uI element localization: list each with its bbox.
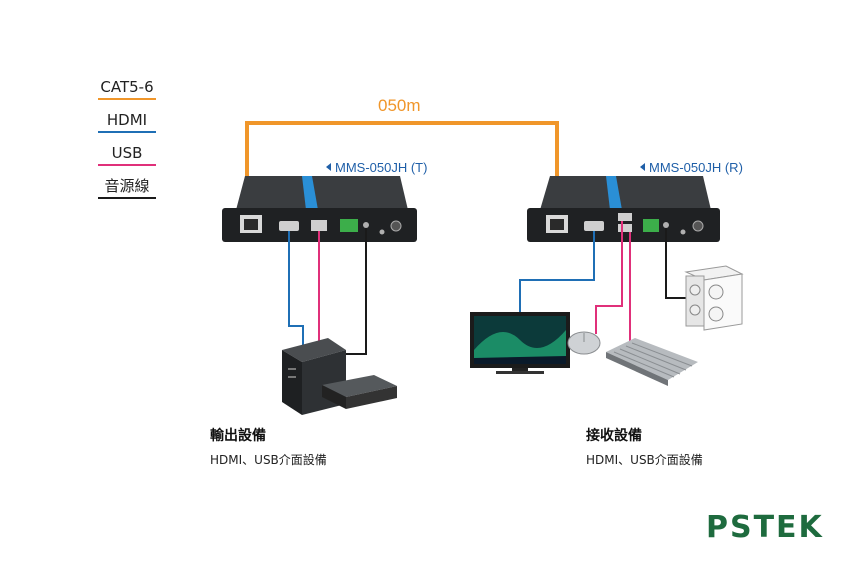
distance-label: 050m [378, 96, 421, 115]
hdmi-port-icon [279, 221, 299, 231]
transmitter-caption-title: 輸出設備 [210, 428, 266, 444]
monitor-icon [470, 312, 570, 374]
legend-item-audio: 音源線 [96, 176, 158, 209]
legend-swatch [98, 164, 156, 166]
legend-swatch [98, 197, 156, 199]
receiver-model-label: MMS-050JH (R) [640, 160, 743, 175]
legend-item-hdmi: HDMI [96, 110, 158, 143]
rx-usb-cable-1 [595, 221, 623, 334]
receiver-caption-subtitle: HDMI、USB介面設備 [586, 453, 703, 467]
receiver-unit [527, 176, 720, 242]
transmitter-caption: 輸出設備 HDMI、USB介面設備 [210, 425, 327, 468]
speakers-icon [684, 265, 744, 331]
rx-hdmi-cable [519, 231, 595, 318]
transmitter-caption-subtitle: HDMI、USB介面設備 [210, 453, 327, 467]
cat-cable [245, 121, 559, 225]
tx-hdmi-cable [288, 231, 304, 345]
mouse-icon [567, 331, 601, 355]
legend-item-usb: USB [96, 143, 158, 176]
legend-label: CAT5-6 [100, 78, 154, 96]
usb-port-icon [311, 220, 327, 231]
legend-item-cat: CAT5-6 [96, 77, 158, 110]
media-player-icon [322, 375, 397, 409]
transmitter-model-label: MMS-050JH (T) [326, 160, 427, 175]
legend-label: USB [111, 144, 143, 162]
rx-audio-cable [665, 228, 686, 299]
pstek-logo: PSTEK [706, 510, 824, 545]
tx-audio-cable [345, 228, 367, 355]
legend-label: HDMI [106, 111, 148, 129]
cable-legend: CAT5-6 HDMI USB 音源線 [96, 77, 158, 209]
legend-label: 音源線 [104, 177, 150, 195]
rs232-terminal-icon [340, 219, 358, 232]
legend-swatch [98, 131, 156, 133]
receiver-caption: 接收設備 HDMI、USB介面設備 [586, 425, 703, 468]
keyboard-icon [606, 338, 698, 386]
receiver-caption-title: 接收設備 [586, 428, 642, 444]
legend-swatch [98, 98, 156, 100]
transmitter-unit [222, 176, 417, 242]
